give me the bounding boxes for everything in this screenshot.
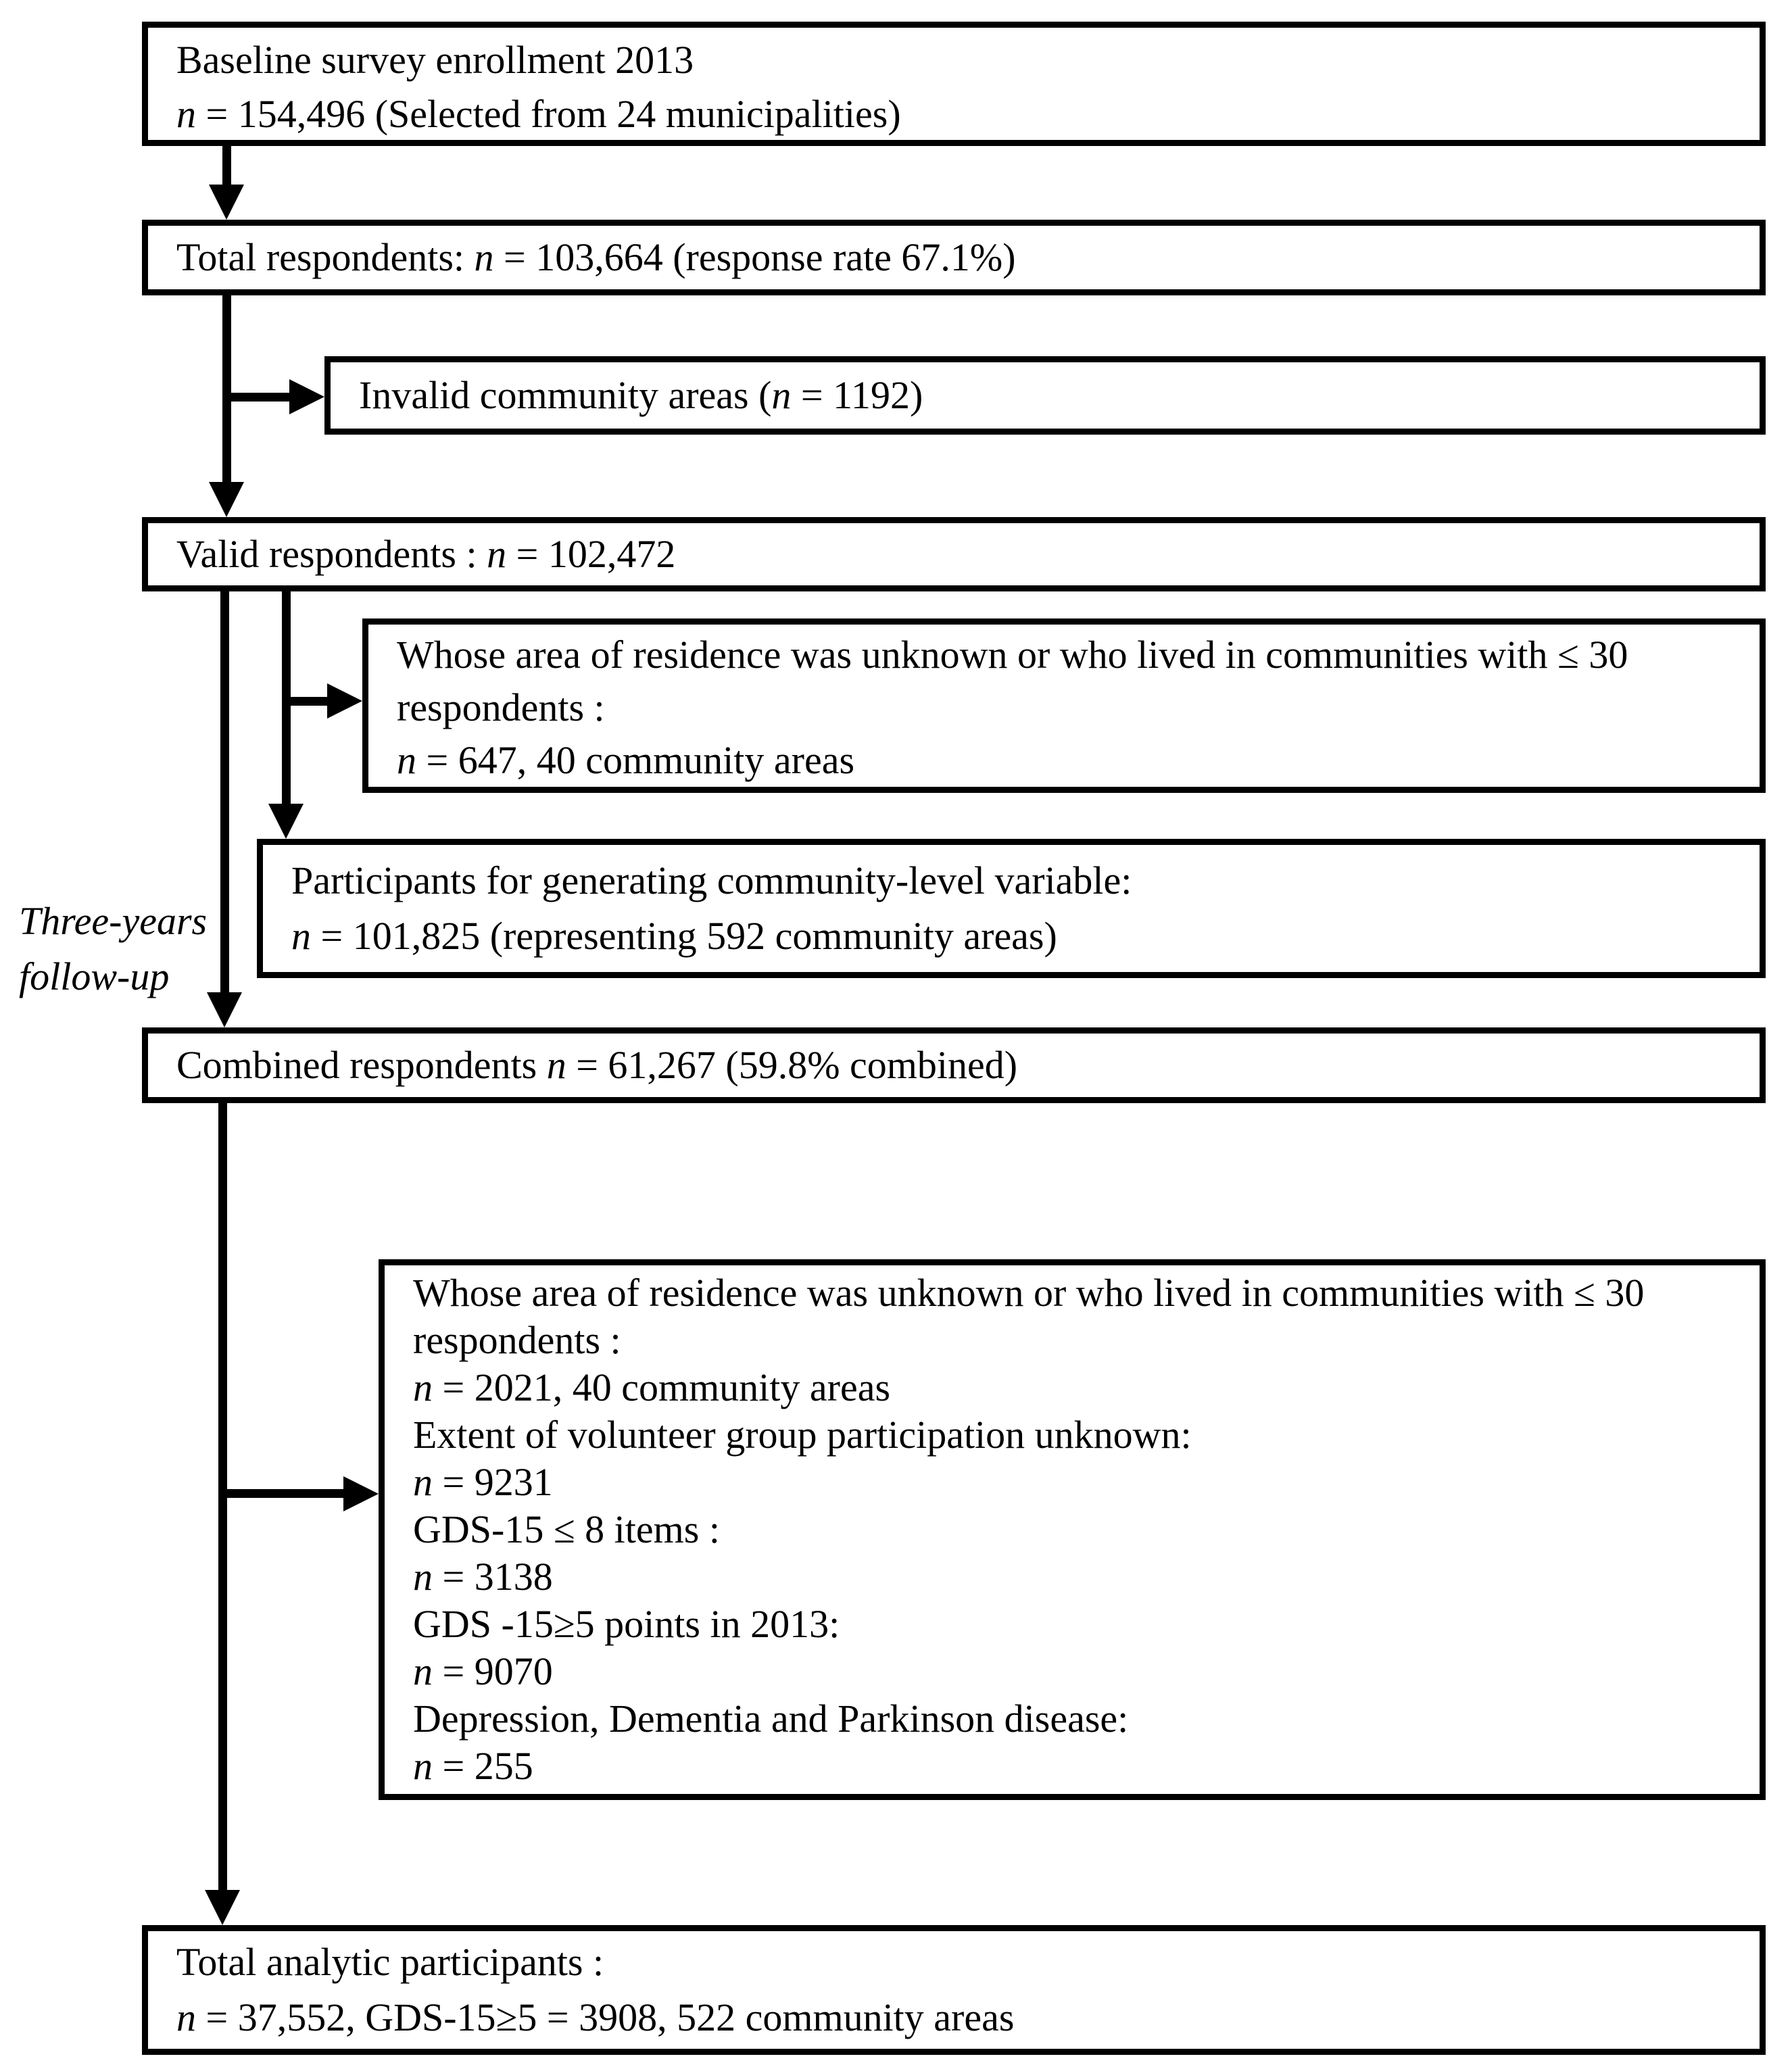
arrowhead-down-icon [205, 1890, 240, 1925]
combined-respondents-box: Combined respondents n = 61,267 (59.8% c… [142, 1027, 1766, 1103]
total-analytic-participants-box: Total analytic participants :n = 37,552,… [142, 1925, 1766, 2055]
connector-line-valid-to-combined [220, 591, 229, 995]
arrowhead-down-icon [209, 185, 244, 220]
arrowhead-right-icon [327, 683, 362, 719]
exclusions-box: Whose area of residence was unknown or w… [379, 1259, 1766, 1800]
connector-branch-residence-unknown [286, 697, 330, 706]
invalid-community-areas-box: Invalid community areas (n = 1192) [324, 356, 1766, 435]
connector-branch-exclusions [222, 1489, 347, 1498]
valid-respondents-box: Valid respondents : n = 102,472 [142, 517, 1766, 591]
total-respondents-box: Total respondents: n = 103,664 (response… [142, 220, 1766, 295]
arrowhead-right-icon [289, 379, 324, 414]
arrowhead-down-icon [268, 804, 304, 839]
arrowhead-down-icon [207, 992, 242, 1027]
connector-branch-invalid [226, 393, 292, 402]
connector-line-total-to-valid [222, 295, 231, 485]
arrowhead-down-icon [209, 482, 244, 517]
residence-unknown-box: Whose area of residence was unknown or w… [362, 618, 1766, 793]
arrowhead-right-icon [343, 1476, 379, 1511]
connector-line-baseline-to-total [222, 146, 231, 188]
community-variable-box: Participants for generating community-le… [257, 839, 1766, 978]
connector-line-combined-to-analytic [218, 1103, 227, 1893]
